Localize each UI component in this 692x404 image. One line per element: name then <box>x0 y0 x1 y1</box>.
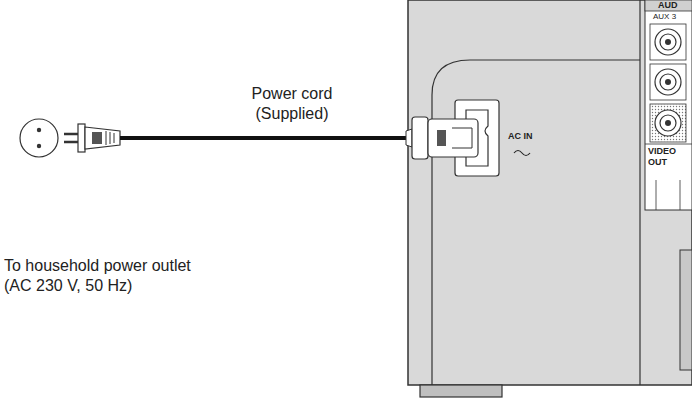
device-housing <box>408 0 692 397</box>
terminal-label: AC IN <box>508 131 556 142</box>
terminal-label: AUX 3 <box>653 12 689 22</box>
power-cord <box>120 136 412 140</box>
part-label: Power cord (Supplied) <box>232 84 352 124</box>
ac-symbol <box>514 151 530 156</box>
note-label: To household power outlet (AC 230 V, 50 … <box>4 256 218 296</box>
section-label: AUD <box>658 0 690 11</box>
power-outlet <box>20 119 58 157</box>
terminal-label: VIDEO OUT <box>648 146 688 169</box>
iec-connector <box>406 117 478 159</box>
connector-panel <box>645 0 692 210</box>
mains-plug <box>64 124 120 152</box>
